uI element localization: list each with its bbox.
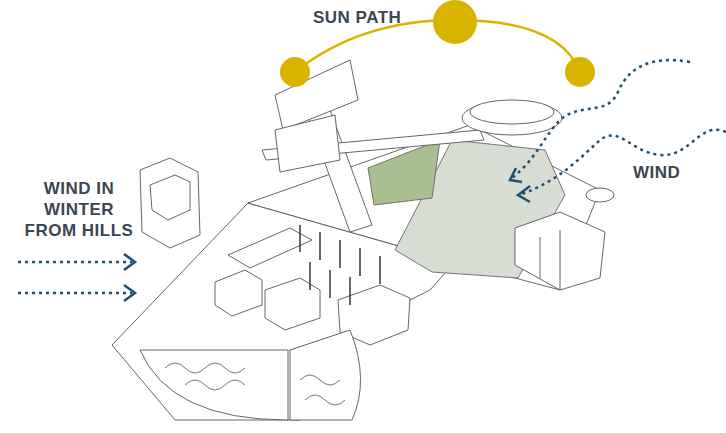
wind-label: WIND — [633, 162, 713, 183]
room — [215, 270, 262, 316]
sun-symbol — [280, 57, 310, 87]
left-block — [140, 158, 200, 248]
wind-arrow — [510, 60, 726, 202]
tower-block — [275, 115, 340, 172]
round-roof — [470, 100, 554, 124]
left-block — [150, 175, 190, 220]
block — [515, 212, 605, 290]
wind-arrow — [18, 254, 135, 301]
round-pavilion — [586, 188, 614, 202]
edge-line — [560, 230, 561, 290]
round-roof — [462, 101, 562, 135]
garden — [290, 330, 361, 420]
sun-symbol — [433, 0, 477, 44]
edge-line — [540, 237, 541, 278]
sun-symbol — [565, 57, 595, 87]
garden — [140, 350, 288, 420]
sun-path-label: SUN PATH — [313, 7, 423, 28]
room — [265, 278, 320, 330]
wind-label: WIND IN WINTER FROM HILLS — [18, 178, 140, 241]
building-drawing — [112, 60, 614, 420]
